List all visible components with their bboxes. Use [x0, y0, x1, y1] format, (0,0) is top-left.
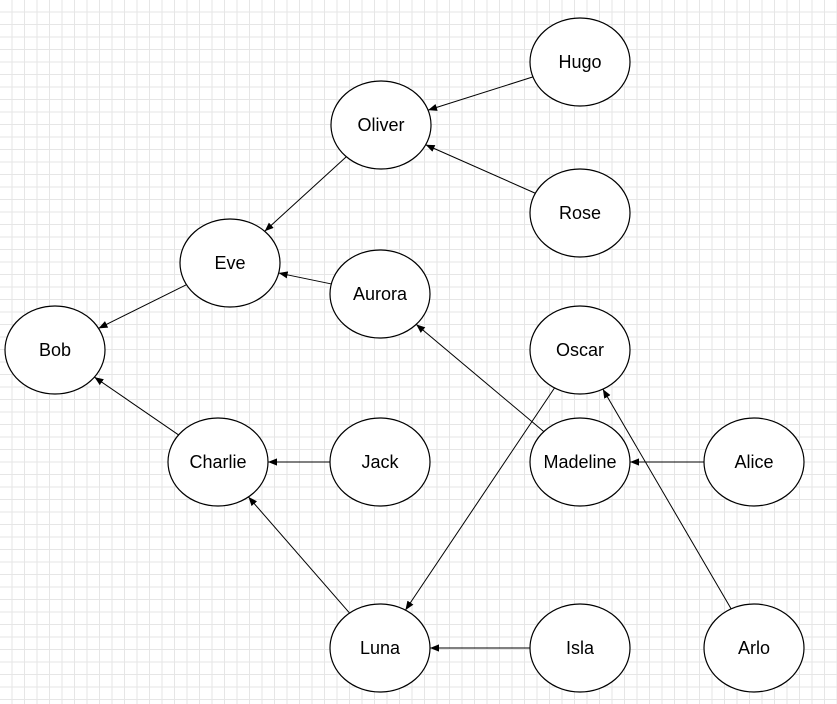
edge-oliver-to-eve [264, 156, 347, 232]
edges-layer [94, 76, 732, 652]
node-luna: Luna [329, 603, 431, 693]
edge-rose-to-oliver [425, 144, 536, 194]
node-ellipse [529, 17, 631, 107]
node-ellipse [167, 417, 269, 507]
node-ellipse [529, 603, 631, 693]
node-ellipse [529, 417, 631, 507]
node-hugo: Hugo [529, 17, 631, 107]
node-label: Hugo [558, 52, 601, 72]
node-ellipse [703, 603, 805, 693]
edge-hugo-to-oliver [427, 76, 534, 111]
node-label: Madeline [543, 452, 616, 472]
node-label: Rose [559, 203, 601, 223]
node-eve: Eve [179, 218, 281, 308]
node-ellipse [329, 249, 431, 339]
node-isla: Isla [529, 603, 631, 693]
node-label: Bob [39, 340, 71, 360]
node-arlo: Arlo [703, 603, 805, 693]
edge-aurora-to-eve [278, 271, 332, 285]
edge-arlo-to-oscar [602, 388, 732, 610]
node-aurora: Aurora [329, 249, 431, 339]
node-ellipse [179, 218, 281, 308]
node-label: Jack [361, 452, 399, 472]
edge-madeline-to-aurora [415, 323, 545, 433]
node-ellipse [329, 417, 431, 507]
node-oscar: Oscar [529, 305, 631, 395]
node-charlie: Charlie [167, 417, 269, 507]
node-bob: Bob [4, 305, 106, 395]
node-ellipse [329, 603, 431, 693]
node-label: Alice [734, 452, 773, 472]
node-ellipse [330, 80, 432, 170]
node-ellipse [4, 305, 106, 395]
node-rose: Rose [529, 168, 631, 258]
node-label: Arlo [738, 638, 770, 658]
node-label: Isla [566, 638, 595, 658]
edge-oscar-to-luna [405, 387, 555, 611]
node-jack: Jack [329, 417, 431, 507]
edge-luna-to-charlie [248, 496, 350, 614]
node-madeline: Madeline [529, 417, 631, 507]
edge-eve-to-bob [98, 284, 187, 329]
node-label: Luna [360, 638, 401, 658]
node-label: Aurora [353, 284, 408, 304]
node-oliver: Oliver [330, 80, 432, 170]
node-label: Oliver [357, 115, 404, 135]
node-label: Oscar [556, 340, 604, 360]
node-label: Eve [214, 253, 245, 273]
node-ellipse [529, 305, 631, 395]
node-ellipse [529, 168, 631, 258]
edge-charlie-to-bob [94, 376, 179, 436]
node-ellipse [703, 417, 805, 507]
node-alice: Alice [703, 417, 805, 507]
node-label: Charlie [189, 452, 246, 472]
